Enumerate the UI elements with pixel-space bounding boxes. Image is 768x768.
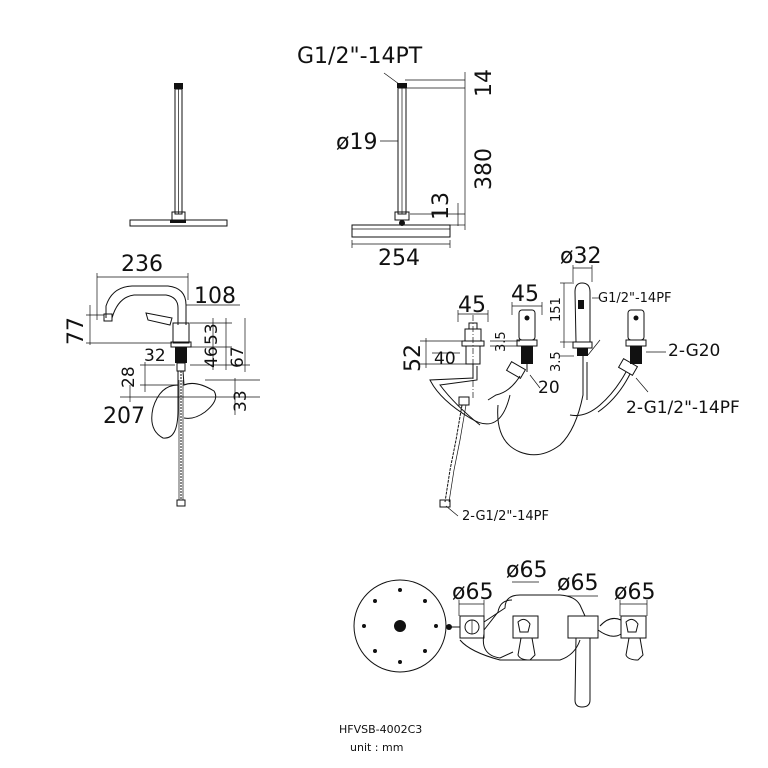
- dim-32: 32: [144, 346, 166, 366]
- dim-thread-right: 2-G1/2"-14PF: [626, 398, 740, 418]
- unit-label: unit : mm: [350, 741, 403, 754]
- dim-width-236: 236: [121, 252, 163, 277]
- dim-plan-d65-c: ø65: [557, 571, 598, 596]
- shower-head-side-view: [351, 72, 466, 248]
- model-number: HFVSB-4002C3: [339, 723, 422, 736]
- dim-67: 67: [228, 346, 248, 368]
- dim-top-14: 14: [472, 69, 497, 97]
- dim-thread-top: G1/2"-14PT: [297, 44, 423, 69]
- dim-28: 28: [119, 366, 139, 388]
- dim-53: 53: [202, 323, 222, 345]
- dim-width-108: 108: [194, 284, 236, 309]
- dim-33: 33: [231, 390, 251, 412]
- dim-46: 46: [202, 346, 222, 368]
- dim-width-40: 40: [434, 349, 456, 369]
- dim-plan-d65-d: ø65: [614, 580, 655, 605]
- dim-height-52: 52: [401, 344, 426, 372]
- dim-plan-d65-b: ø65: [506, 558, 547, 583]
- shower-head-front-view: [129, 83, 228, 227]
- dim-g20: 2-G20: [668, 341, 720, 361]
- plan-view: [353, 579, 648, 708]
- dim-arm-380: 380: [472, 148, 497, 190]
- dim-width-45-left: 45: [458, 293, 486, 318]
- dim-arm-diameter: ø19: [336, 130, 377, 155]
- dim-207: 207: [103, 404, 145, 429]
- dim-3-5-b: 3.5: [549, 351, 564, 372]
- components-exploded-view: [420, 265, 666, 517]
- dim-head-254: 254: [378, 246, 420, 271]
- dim-head-13: 13: [429, 192, 454, 220]
- dim-width-45-right: 45: [511, 282, 539, 307]
- dim-thread-bottom: 2-G1/2"-14PF: [462, 509, 549, 524]
- dim-width-20: 20: [538, 378, 560, 398]
- dim-height-151: 151: [549, 297, 564, 322]
- dim-height-77: 77: [64, 317, 89, 345]
- dim-spout-diameter: ø32: [560, 244, 601, 269]
- dim-3-5-a: 3.5: [494, 331, 509, 352]
- spout-side-view: [86, 273, 260, 507]
- dim-thread-spout: G1/2"-14PF: [598, 291, 672, 306]
- dim-plan-d65-a: ø65: [452, 580, 493, 605]
